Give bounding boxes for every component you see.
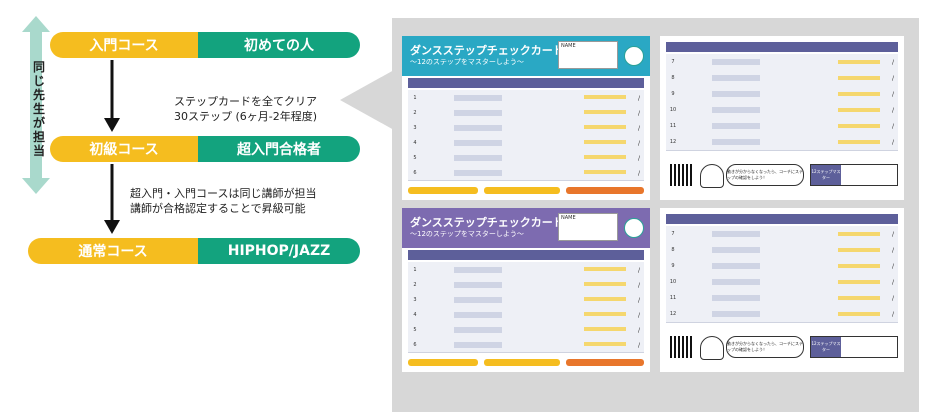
table-row: 8/ — [666, 70, 898, 87]
check-card-continued-2: 7/ 8/ 9/ 10/ 11/ 12/ 動きが分からなくなったら、コーチにステ… — [660, 208, 904, 372]
note-line: 30ステップ (6ヶ月-2年程度) — [174, 110, 318, 123]
table-row: 7/ — [666, 54, 898, 71]
down-arrow-icon — [104, 164, 120, 234]
table-row: 6/ — [408, 165, 644, 181]
down-arrow-icon — [104, 60, 120, 132]
card-subtitle: ～12のステップをマスターしよう～ — [410, 58, 524, 66]
name-box: NAME — [558, 41, 618, 69]
master-label: 12ステップマスター — [811, 165, 841, 185]
table-row: 3/ — [408, 120, 644, 136]
note-line: ステップカードを全てクリア — [174, 95, 317, 108]
master-label: 12ステップマスター — [811, 337, 841, 357]
qr-code — [670, 336, 692, 358]
check-card-teal: ダンスステップチェックカード ～12のステップをマスターしよう～ NAME 1/… — [402, 36, 650, 200]
coach-illustration — [700, 164, 724, 188]
table-row: 10/ — [666, 102, 898, 119]
table-row: 6/ — [408, 337, 644, 353]
logo-icon — [624, 46, 644, 66]
course-row-regular: 通常コース HIPHOP/JAZZ — [28, 238, 360, 264]
note-line: 講師が合格認定することで昇級可能 — [130, 202, 306, 215]
coach-illustration — [700, 336, 724, 360]
table-row: 11/ — [666, 118, 898, 135]
table-row: 9/ — [666, 86, 898, 103]
footer-legend — [566, 187, 644, 194]
footer-legend — [566, 359, 644, 366]
table-row: 1/ — [408, 262, 644, 278]
table-header — [666, 42, 898, 52]
name-box: NAME — [558, 213, 618, 241]
card-subtitle: ～12のステップをマスターしよう～ — [410, 230, 524, 238]
course-target: 超入門合格者 — [198, 136, 360, 162]
table-row: 7/ — [666, 226, 898, 243]
table-row: 12/ — [666, 134, 898, 151]
table-header — [408, 78, 644, 88]
table-row: 4/ — [408, 307, 644, 323]
table-row: 4/ — [408, 135, 644, 151]
course-name: 初級コース — [50, 136, 198, 162]
table-row: 5/ — [408, 322, 644, 338]
note-line: 超入門・入門コースは同じ講師が担当 — [130, 187, 317, 200]
master-box: 12ステップマスター — [810, 164, 898, 186]
side-label: 同じ先生が担当 — [32, 60, 45, 158]
check-card-purple: ダンスステップチェックカード ～12のステップをマスターしよう～ NAME 1/… — [402, 208, 650, 372]
note-promotion: 超入門・入門コースは同じ講師が担当 講師が合格認定することで昇級可能 — [130, 186, 316, 216]
note-step-clear: ステップカードを全てクリア 30ステップ (6ヶ月-2年程度) — [174, 94, 317, 124]
step-table: 1/ 2/ 3/ 4/ 5/ 6/ — [408, 90, 644, 182]
card-title: ダンスステップチェックカード — [410, 44, 564, 57]
footer-legend — [408, 187, 478, 194]
card-title: ダンスステップチェックカード — [410, 216, 564, 229]
footer-legend — [408, 359, 478, 366]
table-header — [408, 250, 644, 260]
speech-bubble: 動きが分からなくなったら、コーチにステップの確認をしよう！ — [726, 336, 804, 358]
table-row: 9/ — [666, 258, 898, 275]
table-row: 1/ — [408, 90, 644, 106]
master-box: 12ステップマスター — [810, 336, 898, 358]
footer-legend — [484, 187, 560, 194]
check-card-continued-1: 7/ 8/ 9/ 10/ 11/ 12/ 動きが分からなくなったら、コーチにステ… — [660, 36, 904, 200]
step-table: 7/ 8/ 9/ 10/ 11/ 12/ — [666, 226, 898, 323]
step-table: 1/ 2/ 3/ 4/ 5/ 6/ — [408, 262, 644, 354]
footer-legend — [484, 359, 560, 366]
table-row: 5/ — [408, 150, 644, 166]
callout-pointer — [340, 70, 394, 130]
speech-bubble: 動きが分からなくなったら、コーチにステップの確認をしよう！ — [726, 164, 804, 186]
qr-code — [670, 164, 692, 186]
course-row-beginner: 入門コース 初めての人 — [50, 32, 360, 58]
table-row: 11/ — [666, 290, 898, 307]
name-label: NAME — [561, 43, 576, 49]
table-row: 2/ — [408, 105, 644, 121]
course-name: 入門コース — [50, 32, 198, 58]
course-row-elementary: 初級コース 超入門合格者 — [50, 136, 360, 162]
course-target: HIPHOP/JAZZ — [198, 238, 360, 264]
table-row: 8/ — [666, 242, 898, 259]
step-table: 7/ 8/ 9/ 10/ 11/ 12/ — [666, 54, 898, 151]
table-row: 3/ — [408, 292, 644, 308]
table-header — [666, 214, 898, 224]
course-name: 通常コース — [28, 238, 198, 264]
table-row: 10/ — [666, 274, 898, 291]
logo-icon — [624, 218, 644, 238]
name-label: NAME — [561, 215, 576, 221]
double-arrow-icon — [22, 16, 50, 194]
table-row: 12/ — [666, 306, 898, 323]
card-preview-panel: ダンスステップチェックカード ～12のステップをマスターしよう～ NAME 1/… — [392, 18, 919, 412]
course-target: 初めての人 — [198, 32, 360, 58]
table-row: 2/ — [408, 277, 644, 293]
